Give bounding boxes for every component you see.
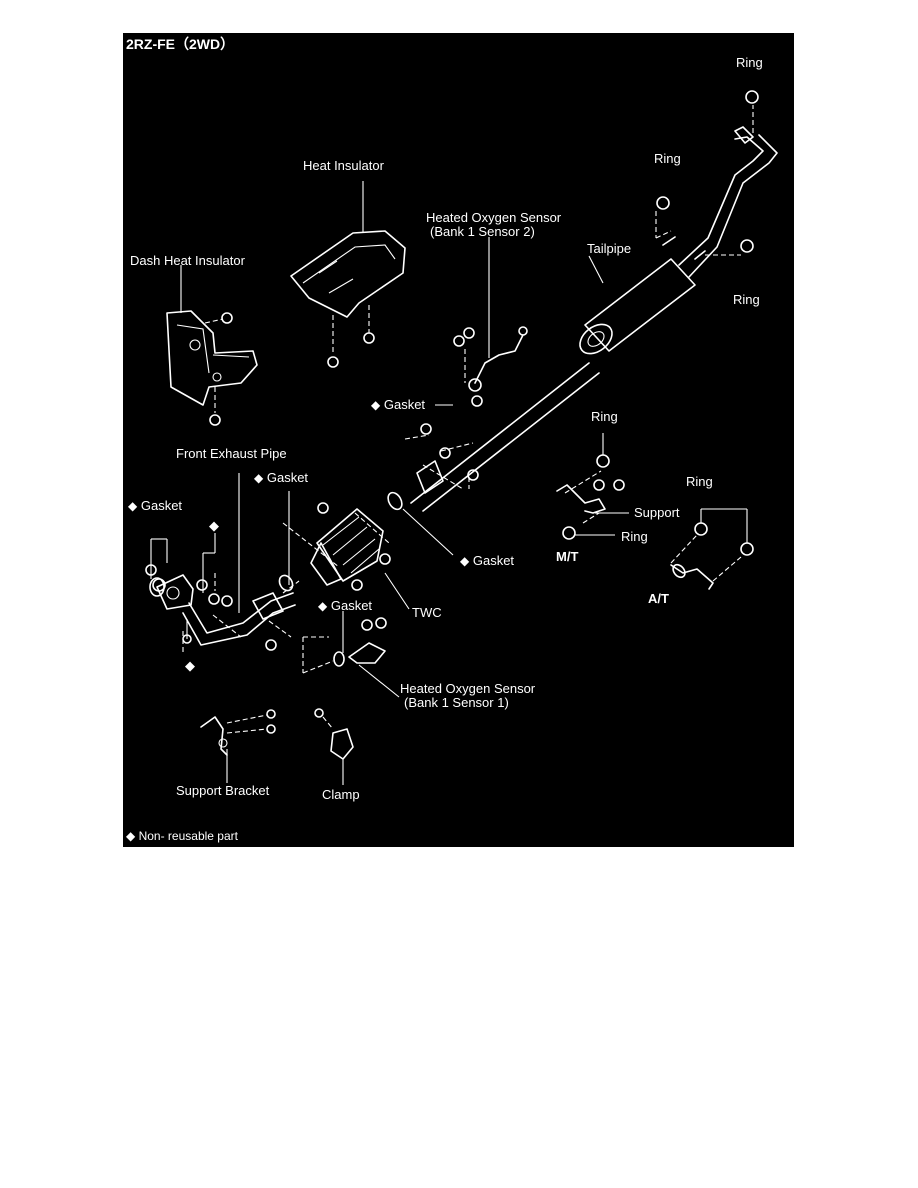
label-oxygen-sensor-2-line1: Heated Oxygen Sensor bbox=[426, 210, 562, 225]
gasket-center-text: Gasket bbox=[266, 470, 309, 485]
non-reusable-mark-1: ◆ bbox=[209, 518, 219, 533]
label-gasket-bottom: ◆ Gasket bbox=[318, 598, 372, 614]
twc-part bbox=[282, 502, 410, 610]
non-reusable-symbol: ◆ bbox=[254, 471, 264, 485]
label-oxygen-sensor-1-line1: Heated Oxygen Sensor bbox=[400, 681, 536, 696]
exhaust-diagram-panel: 2RZ-FE（2WD） Ring Ring Ring Heat Insulato… bbox=[123, 33, 794, 847]
clamp-part bbox=[314, 708, 354, 785]
legend: ◆ Non- reusable part bbox=[126, 829, 238, 844]
gasket-mid-text: Gasket bbox=[383, 397, 426, 412]
label-oxygen-sensor-2-line2: (Bank 1 Sensor 2) bbox=[430, 224, 535, 239]
center-joint-part bbox=[387, 404, 479, 556]
dash-heat-insulator-part bbox=[166, 265, 258, 426]
non-reusable-mark-2: ◆ bbox=[185, 658, 195, 673]
label-support-bracket: Support Bracket bbox=[176, 783, 270, 798]
label-ring-upper: Ring bbox=[654, 151, 681, 166]
label-front-exhaust-pipe: Front Exhaust Pipe bbox=[176, 446, 287, 461]
label-ring-right: Ring bbox=[733, 292, 760, 307]
label-clamp: Clamp bbox=[322, 787, 360, 802]
gasket-bottom-text: Gasket bbox=[330, 598, 373, 613]
support-at-part bbox=[670, 508, 754, 590]
legend-text: Non- reusable part bbox=[138, 829, 238, 843]
gasket-left-text: Gasket bbox=[140, 498, 183, 513]
label-gasket-center: ◆ Gasket bbox=[254, 470, 308, 486]
label-mt: M/T bbox=[556, 549, 579, 564]
oxygen-sensor-1-part bbox=[302, 611, 400, 698]
label-tailpipe: Tailpipe bbox=[587, 241, 632, 256]
front-exhaust-pipe-part bbox=[145, 473, 300, 655]
label-ring-top: Ring bbox=[736, 55, 763, 70]
label-ring-mt: Ring bbox=[621, 529, 648, 544]
non-reusable-symbol: ◆ bbox=[460, 554, 470, 568]
label-support: Support bbox=[634, 505, 680, 520]
label-oxygen-sensor-1-line2: (Bank 1 Sensor 1) bbox=[404, 695, 509, 710]
non-reusable-symbol: ◆ bbox=[371, 398, 381, 412]
label-gasket-left: ◆ Gasket bbox=[128, 498, 182, 514]
non-reusable-symbol: ◆ bbox=[126, 829, 136, 843]
label-dash-heat-insulator: Dash Heat Insulator bbox=[130, 253, 245, 268]
label-twc: TWC bbox=[412, 605, 442, 620]
exhaust-pipe-line bbox=[410, 90, 778, 512]
heat-insulator-part bbox=[290, 181, 406, 368]
support-bracket-part bbox=[200, 709, 276, 783]
label-heat-insulator: Heat Insulator bbox=[303, 158, 384, 173]
non-reusable-symbol: ◆ bbox=[318, 599, 328, 613]
label-ring-at: Ring bbox=[686, 474, 713, 489]
fasteners bbox=[186, 477, 470, 639]
support-mt-part bbox=[556, 433, 629, 540]
non-reusable-symbol: ◆ bbox=[128, 499, 138, 513]
gasket-lower-right-text: Gasket bbox=[472, 553, 515, 568]
label-at: A/T bbox=[648, 591, 669, 606]
diagram-title: 2RZ-FE（2WD） bbox=[126, 36, 235, 52]
label-gasket-lower-right: ◆ Gasket bbox=[460, 553, 514, 569]
label-ring-support: Ring bbox=[591, 409, 618, 424]
exhaust-system-drawing bbox=[145, 90, 778, 785]
label-gasket-mid: ◆ Gasket bbox=[371, 397, 425, 413]
oxygen-sensor-2-part bbox=[453, 237, 528, 407]
